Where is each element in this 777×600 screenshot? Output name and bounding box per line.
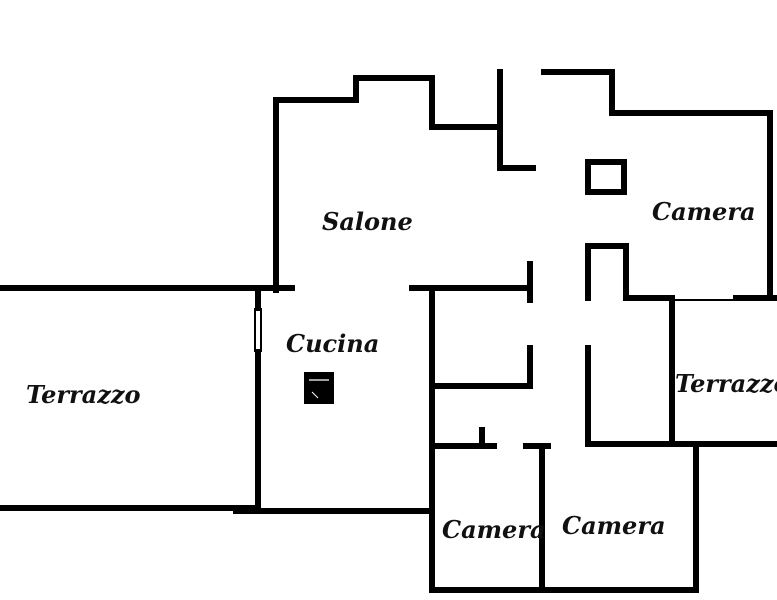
room-label-camera-bottom-left: Camera [442, 515, 546, 544]
wall-corridor-upper-left [497, 69, 536, 171]
room-label-camera-bottom-right: Camera [562, 511, 666, 540]
room-label-terrazzo-right: Terrazzo [675, 369, 777, 398]
wall-camera-left-stub [585, 243, 675, 301]
room-label-terrazzo-left: Terrazzo [26, 380, 140, 409]
wall-bedroom-bottom [429, 441, 699, 593]
wall-corridor-upper-right [541, 69, 773, 301]
wall-salone-top [273, 75, 503, 293]
room-label-cucina: Cucina [286, 329, 379, 358]
wall-bath-top [429, 345, 533, 389]
closet-square [585, 159, 627, 195]
room-label-salone: Salone [322, 207, 413, 236]
room-label-camera-top-right: Camera [652, 197, 756, 226]
stove-icon [304, 372, 334, 404]
walls [0, 69, 777, 593]
wall-terrazzo-right-west [585, 345, 777, 447]
stove-icon-detail-2 [311, 391, 319, 399]
room-labels: Salone Camera Cucina Terrazzo Terrazzo C… [26, 197, 777, 544]
